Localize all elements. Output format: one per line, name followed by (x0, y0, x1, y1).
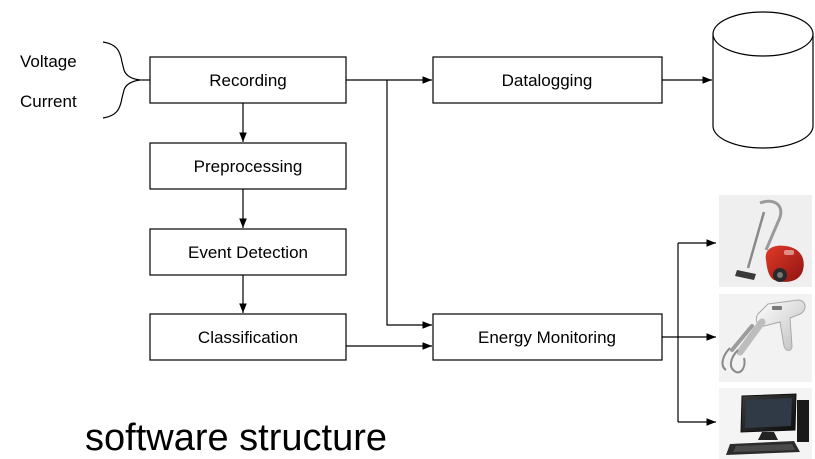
datalogging-label: Datalogging (502, 71, 593, 90)
desktop-computer-icon (719, 388, 812, 459)
input-brace (102, 41, 141, 119)
preprocessing-block: Preprocessing (149, 142, 347, 190)
hand-mixer-icon (719, 294, 812, 382)
recording-block: Recording (149, 56, 347, 104)
diagram-caption: software structure (85, 417, 387, 459)
energy-monitoring-block: Energy Monitoring (432, 313, 663, 361)
preprocessing-label: Preprocessing (194, 157, 303, 176)
arrow-recording-to-energy-monitoring (386, 80, 432, 329)
event-detection-label: Event Detection (188, 243, 308, 262)
vacuum-cleaner-icon (719, 195, 812, 287)
datalogging-block: Datalogging (432, 56, 663, 104)
energy-monitoring-label: Energy Monitoring (478, 328, 616, 347)
event-detection-block: Event Detection (149, 228, 347, 276)
classification-label: Classification (198, 328, 298, 347)
input-label-voltage: Voltage (20, 52, 77, 71)
database-cylinder-icon (712, 11, 814, 149)
appliance-fanout-wires (662, 243, 679, 422)
classification-block: Classification (149, 313, 347, 361)
input-label-current: Current (20, 92, 77, 111)
recording-label: Recording (209, 71, 287, 90)
